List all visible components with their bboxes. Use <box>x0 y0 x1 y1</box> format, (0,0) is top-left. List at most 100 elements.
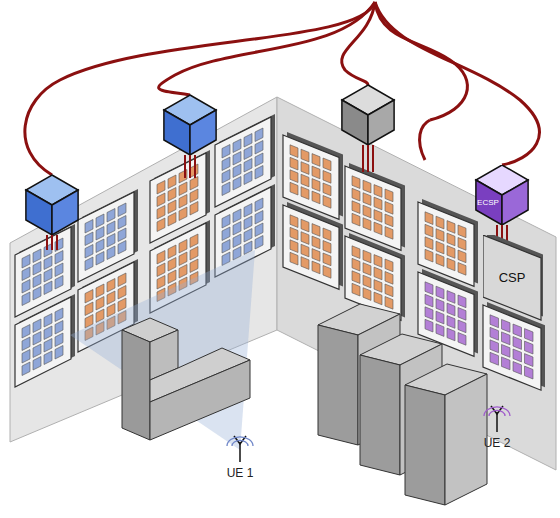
antenna-element <box>374 185 382 198</box>
antenna-element <box>502 332 511 345</box>
antenna-element <box>436 241 444 254</box>
antenna-element <box>352 271 360 284</box>
antenna-element <box>290 227 298 240</box>
antenna-element <box>374 222 382 235</box>
antenna-element <box>490 315 499 328</box>
antenna-element <box>233 139 241 153</box>
fronthaul-wire <box>56 235 58 250</box>
antenna-element <box>190 189 198 203</box>
antenna-element <box>363 180 371 193</box>
antenna-element <box>107 246 115 260</box>
antenna-element <box>385 259 393 272</box>
antenna-element <box>44 351 52 365</box>
antenna-element <box>22 362 30 376</box>
antenna-element <box>118 286 126 300</box>
antenna-element <box>233 209 241 223</box>
antenna-element <box>290 157 298 170</box>
antenna-element <box>425 249 433 262</box>
antenna-element <box>352 201 360 214</box>
antenna-element <box>96 214 104 228</box>
fronthaul-wire <box>25 2 375 175</box>
antenna-element <box>425 307 433 320</box>
antenna-element <box>352 246 360 259</box>
antenna-element <box>436 229 444 242</box>
antenna-element <box>352 213 360 226</box>
antenna-element <box>255 128 263 142</box>
antenna-element <box>323 158 331 171</box>
antenna-element <box>55 308 63 322</box>
antenna-element <box>222 182 230 196</box>
panel-face <box>283 205 339 289</box>
cube-shape <box>476 165 528 225</box>
fronthaul-wire <box>367 145 369 172</box>
panel-face <box>483 235 541 320</box>
antenna-element <box>301 149 309 162</box>
antenna-element <box>312 261 320 274</box>
antenna-element <box>179 182 187 196</box>
processing-cube <box>164 95 216 155</box>
antenna-element <box>157 193 165 207</box>
antenna-element <box>447 328 455 341</box>
antenna-element <box>436 254 444 267</box>
antenna-element <box>233 164 241 178</box>
antenna-element <box>222 170 230 184</box>
antenna-element <box>107 234 115 248</box>
building-side <box>405 385 445 505</box>
fronthaul-wire <box>159 2 375 95</box>
fronthaul-wire <box>194 155 196 178</box>
antenna-element <box>22 350 30 364</box>
antenna-element <box>502 344 511 357</box>
antenna-element <box>374 280 382 293</box>
antenna-element <box>490 340 499 353</box>
antenna-element <box>290 145 298 158</box>
antenna-element <box>290 240 298 253</box>
antenna-element <box>118 203 126 217</box>
antenna-element <box>374 292 382 305</box>
antenna-element <box>55 276 63 290</box>
antenna-element <box>513 349 522 362</box>
antenna-element <box>525 354 534 367</box>
antenna-element <box>374 210 382 223</box>
antenna-element <box>436 286 444 299</box>
antenna-element <box>290 252 298 265</box>
antenna-element <box>323 183 331 196</box>
antenna-element <box>222 227 230 241</box>
antenna-element <box>447 291 455 304</box>
building <box>122 318 250 440</box>
antenna-element <box>33 274 41 288</box>
antenna-element <box>222 240 230 254</box>
antenna-element <box>458 333 466 346</box>
building-front <box>150 360 250 440</box>
antenna-element <box>363 288 371 301</box>
antenna-element <box>85 220 93 234</box>
antenna-element <box>168 258 176 272</box>
antenna-element <box>374 197 382 210</box>
radio-wave <box>484 407 510 416</box>
antenna-element <box>107 291 115 305</box>
antenna-element <box>502 357 511 370</box>
node-shape <box>472 165 532 225</box>
antenna-element <box>312 179 320 192</box>
fronthaul-wire <box>46 235 48 250</box>
antenna-element <box>96 252 104 266</box>
fronthaul-wire <box>372 145 374 172</box>
antenna-element <box>436 311 444 324</box>
antenna-element <box>363 205 371 218</box>
antenna-element <box>301 187 309 200</box>
antenna-element <box>458 250 466 263</box>
antenna-element <box>22 255 30 269</box>
antenna-element <box>179 252 187 266</box>
antenna-element <box>255 166 263 180</box>
antenna-element <box>244 216 252 230</box>
antenna-element <box>385 297 393 310</box>
antenna-element <box>244 134 252 148</box>
antenna-element <box>44 256 52 270</box>
antenna-element <box>447 233 455 246</box>
antenna-element <box>352 258 360 271</box>
antenna-element <box>244 229 252 243</box>
antenna-element <box>55 346 63 360</box>
antenna-element <box>312 249 320 262</box>
antenna-element <box>233 177 241 191</box>
panel-face <box>483 305 541 390</box>
antenna-element <box>301 174 309 187</box>
